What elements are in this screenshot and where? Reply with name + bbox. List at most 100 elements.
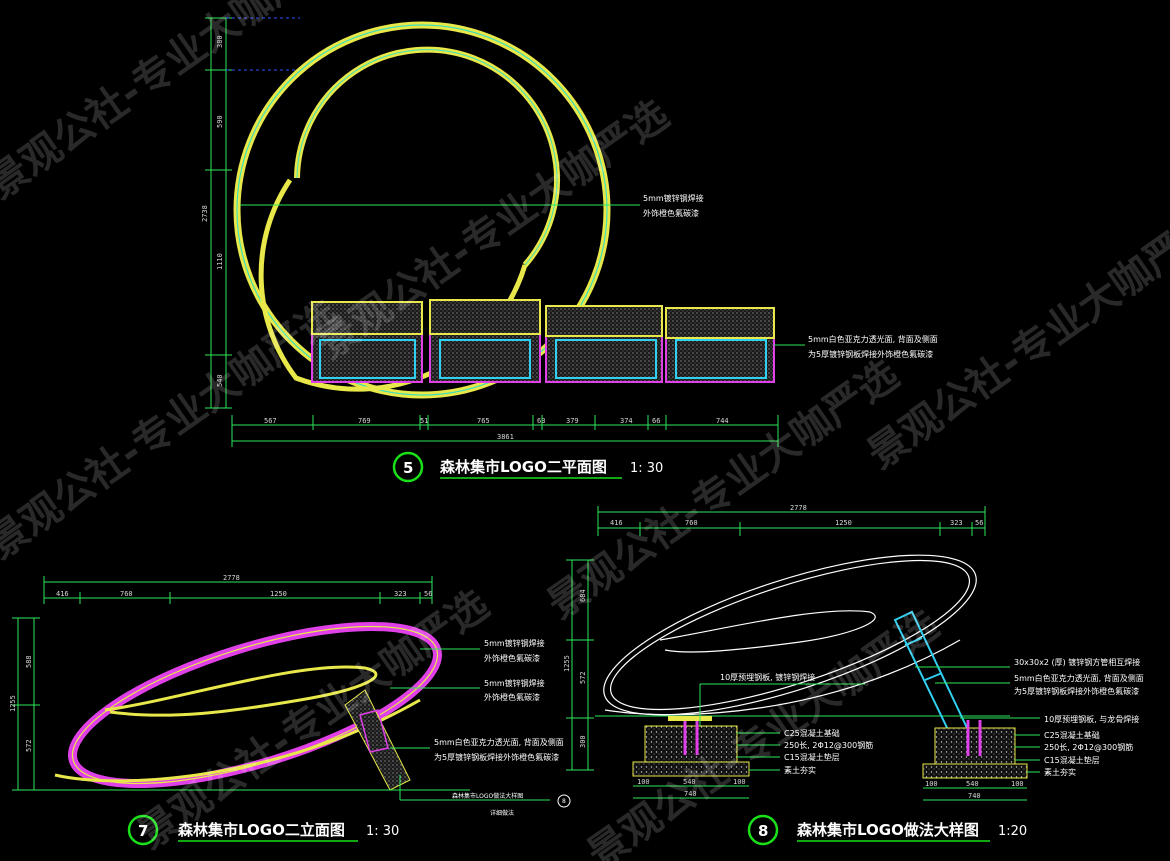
plan-dim-bottom-4: 63 [537,417,545,425]
elev-view-title: 森林集市LOGO二立面图 [178,821,345,839]
detail-leaders [699,666,1040,773]
plan-note-1: 外饰橙色氟碳漆 [643,208,699,218]
detail-dim-top-2: 1250 [835,519,852,527]
plan-dim-bottom-5: 379 [566,417,579,425]
plan-view-number: 5 [403,459,413,477]
detail-dim-bl-1: 540 [683,778,696,786]
elev-dim-top-2: 1250 [270,590,287,598]
plan-dim-left-total: 2738 [201,205,209,222]
detail-footing-left [632,716,750,777]
detail-view: 2778 416 760 1250 323 56 684 572 300 125… [563,504,1144,846]
detail-note-right-6: C15混凝土垫层 [1044,755,1100,765]
detail-dim-br-total: 740 [968,792,981,800]
elev-ref-label: 森林集市LOGO做法大样图 [452,792,523,800]
elev-leaders [390,648,550,801]
watermark-4: 景观公社-专业大咖严选 [539,352,907,629]
detail-dim-top-4: 56 [975,519,983,527]
elev-view-number: 7 [138,822,148,840]
detail-note-mid-0: 10厚预埋钢板, 镀锌钢焊接 [720,672,815,682]
plan-view-title: 森林集市LOGO二平面图 [440,458,607,476]
plan-dim-left-1: 590 [216,115,224,128]
plan-dim-left-0: 380 [216,35,224,48]
detail-left-dimension [566,559,594,771]
elev-dim-left-1: 572 [25,739,33,752]
elev-ref-badge [557,794,571,808]
detail-top-dimension [597,506,986,536]
plan-bottom-dimension [231,415,779,447]
elev-note-3: 外饰橙色氟碳漆 [484,692,540,702]
detail-dim-top-0: 416 [610,519,623,527]
elev-ref-sub: 详细做法 [490,809,514,817]
detail-ring-outline [603,554,977,716]
elevation-view: 2778 416 760 1250 323 56 588 572 1255 [9,574,571,846]
detail-dim-bl-0: 100 [637,778,650,786]
plan-dim-bottom-2: 51 [420,417,428,425]
detail-note-right-5: 250长, 2Φ12@300钢筋 [1044,742,1133,752]
elev-view-scale: 1: 30 [366,824,399,839]
detail-note-left-0: C25混凝土基础 [784,728,840,738]
detail-note-right-4: C25混凝土基础 [1044,730,1100,740]
detail-dim-bl-total: 740 [684,790,697,798]
elev-dim-left-0: 588 [25,655,33,668]
elev-note-0: 5mm镀锌钢焊接 [484,638,545,648]
elev-note-1: 外饰橙色氟碳漆 [484,653,540,663]
elev-dim-top-3: 323 [394,590,407,598]
plan-view-number-badge [392,451,424,483]
detail-view-number-badge [747,814,779,846]
detail-dim-br-2: 100 [1011,780,1024,788]
plan-dim-bottom-8: 744 [716,417,729,425]
plan-view: 380 590 1110 540 2738 [201,17,938,483]
watermark-5: 景观公社-专业大咖严选 [129,582,497,859]
detail-note-right-0: 30x30x2 (厚) 镀锌钢方管相互焊接 [1014,657,1140,667]
elev-view-number-badge [127,814,159,846]
plan-dim-left-2: 1110 [216,253,224,270]
plan-note-0: 5mm镀锌钢焊接 [643,193,704,203]
elev-note-2: 5mm镀锌钢焊接 [484,678,545,688]
detail-dim-left-1: 572 [579,671,587,684]
detail-dim-br-1: 540 [966,780,979,788]
detail-dim-left-total: 1255 [563,655,571,672]
plan-logo-blocks [311,299,775,383]
plan-dim-bottom-3: 765 [477,417,490,425]
plan-note-3: 为5厚镀锌钢板焊接外饰橙色氟碳漆 [808,349,933,359]
detail-footing-right [922,720,1028,779]
plan-left-dimension [205,17,300,409]
plan-dim-bottom-total: 3861 [497,433,514,441]
elev-dim-top-1: 760 [120,590,133,598]
detail-view-title: 森林集市LOGO做法大样图 [797,821,979,839]
detail-dim-left-2: 300 [579,735,587,748]
elev-note-4: 5mm白色亚克力透光面, 背面及侧面 [434,737,564,747]
elev-top-dimension [43,576,433,604]
elev-left-dimension [12,617,40,791]
plan-dim-bottom-1: 769 [358,417,371,425]
elev-dim-top-0: 416 [56,590,69,598]
plan-dim-bottom-7: 66 [652,417,660,425]
elev-note-5: 为5厚镀锌钢板焊接外饰橙色氟碳漆 [434,752,559,762]
detail-dim-bl-2: 100 [733,778,746,786]
elev-dim-left-total: 1255 [9,695,17,712]
detail-dim-left-0: 684 [579,589,587,602]
detail-bottom-dims [633,785,1027,801]
elev-ref-number: 8 [562,798,566,805]
detail-note-left-2: C15混凝土垫层 [784,752,840,762]
detail-note-right-3: 10厚预埋钢板, 与龙骨焊接 [1044,714,1139,724]
detail-view-number: 8 [758,822,768,840]
detail-dim-top-3: 323 [950,519,963,527]
detail-dim-br-0: 100 [925,780,938,788]
detail-dim-top-total: 2778 [790,504,807,512]
elev-dim-top-total: 2778 [223,574,240,582]
elev-support [344,689,411,791]
detail-note-right-1: 5mm白色亚克力透光面, 背面及侧面 [1014,673,1144,683]
plan-rings [233,21,611,399]
plan-note-2: 5mm白色亚克力透光面, 背面及侧面 [808,334,938,344]
detail-note-left-3: 素土夯实 [784,765,816,775]
elev-dim-top-4: 56 [424,590,432,598]
detail-note-right-2: 为5厚镀锌钢板焊接外饰橙色氟碳漆 [1014,686,1139,696]
plan-dim-left-3: 540 [216,374,224,387]
detail-dim-top-1: 760 [685,519,698,527]
plan-dim-bottom-0: 567 [264,417,277,425]
detail-view-scale: 1:20 [998,824,1027,839]
plan-dim-bottom-6: 374 [620,417,633,425]
watermark-3: 景观公社-专业大咖严选 [0,292,347,569]
